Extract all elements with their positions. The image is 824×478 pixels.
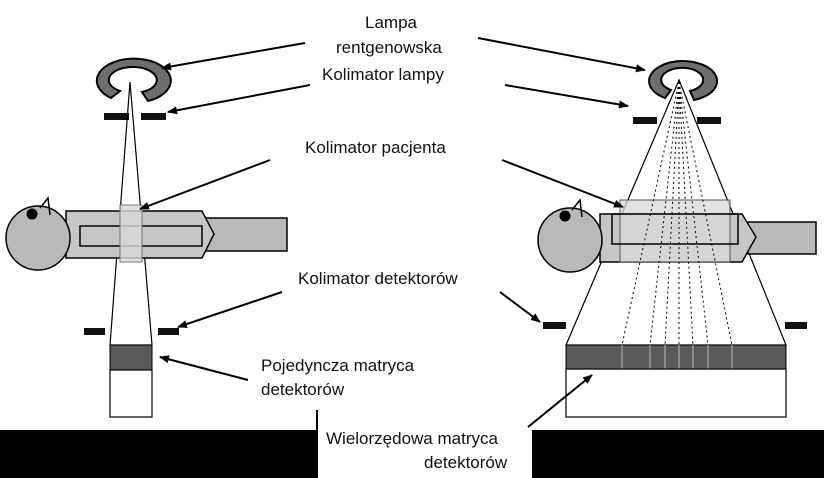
label-tube-line1: Lampa bbox=[365, 13, 417, 32]
patient-head-right bbox=[537, 207, 603, 273]
patient-legs-right bbox=[747, 221, 817, 255]
slab-right bbox=[619, 199, 731, 263]
arrow-patient-collimator-right bbox=[501, 159, 624, 208]
arrow-detector-collimator-right bbox=[499, 291, 541, 323]
detector-housing-left bbox=[109, 369, 153, 418]
detector-collimator-left-a bbox=[84, 328, 105, 335]
single-detector-array bbox=[109, 344, 153, 371]
multi-detector-array bbox=[565, 344, 787, 370]
detector-collimator-right-a bbox=[543, 322, 566, 329]
arrow-multi-array bbox=[527, 374, 593, 428]
patient-ear-left bbox=[39, 196, 51, 216]
label-patient-collimator: Kolimator pacjenta bbox=[305, 138, 446, 157]
dotted-rays bbox=[621, 81, 733, 346]
patient-nose-left bbox=[26, 208, 38, 220]
label-single-array-line1: Pojedyncza matryca bbox=[261, 356, 415, 375]
patient-nose-right bbox=[559, 210, 571, 222]
label-single-array-line2: detektorów bbox=[261, 380, 345, 399]
label-multi-array-line1: Wielorzędowa matryca bbox=[326, 429, 498, 448]
arrow-single-array bbox=[159, 355, 249, 381]
arrows bbox=[139, 37, 646, 428]
arrow-patient-collimator-left bbox=[139, 159, 271, 210]
xray-tube-right bbox=[648, 60, 719, 102]
tube-collimator-left-a bbox=[104, 113, 129, 120]
label-tube-collimator: Kolimator lampy bbox=[322, 65, 444, 84]
detector-row-dividers bbox=[621, 345, 733, 369]
arrow-tube-left bbox=[161, 42, 306, 71]
patient-ear-right bbox=[571, 198, 583, 218]
top-label-panel bbox=[316, 0, 470, 410]
arrow-tube-collimator-left bbox=[167, 84, 311, 115]
xray-tube-left bbox=[95, 57, 172, 103]
patient-head-left bbox=[5, 205, 71, 271]
single-array-label-panel bbox=[256, 340, 326, 410]
tube-collimator-right-b bbox=[697, 117, 721, 124]
arrow-tube-collimator-right bbox=[504, 84, 629, 109]
detector-collimator-left-b bbox=[158, 328, 179, 335]
patient-legs-left bbox=[204, 217, 288, 252]
slice-left bbox=[119, 204, 143, 263]
tube-collimator-left-b bbox=[141, 113, 166, 120]
arrow-detector-collimator-left bbox=[177, 291, 283, 328]
bottom-label-panel bbox=[318, 410, 532, 478]
detector-collimator-right-b bbox=[785, 322, 807, 329]
tube-collimator-right-a bbox=[633, 117, 657, 124]
label-detector-collimator: Kolimator detektorów bbox=[298, 269, 458, 288]
label-tube-line2: rentgenowska bbox=[336, 38, 442, 57]
patient-table-right bbox=[611, 213, 739, 245]
detector-housing-right bbox=[565, 368, 787, 418]
arrow-tube-right bbox=[477, 37, 646, 73]
label-multi-array-line2: detektorów bbox=[424, 453, 508, 472]
